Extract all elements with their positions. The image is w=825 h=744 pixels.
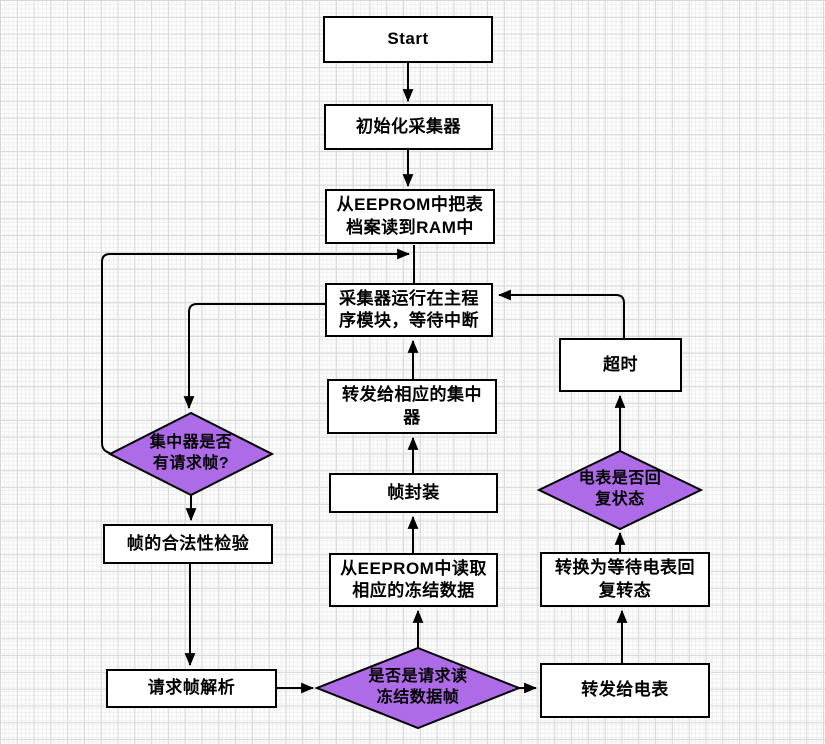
node-frame-legality-check-label: 帧的合法性检验 — [126, 533, 250, 553]
node-start-label: Start — [387, 29, 429, 49]
node-wait-meter-reply[interactable]: 转换为等待电表回 复转态 — [540, 552, 710, 607]
node-read-frozen-data-label: 从EEPROM中读取 相应的冻结数据 — [340, 558, 487, 600]
node-parse-request-frame-label: 请求帧解析 — [147, 678, 236, 698]
node-has-request-frame[interactable]: 集中器是否 有请求帧? — [110, 413, 272, 495]
node-frame-legality-check[interactable]: 帧的合法性检验 — [103, 524, 273, 564]
node-frame-encapsulation-label: 帧封装 — [387, 482, 440, 502]
edge-no-request-loopback — [101, 248, 411, 454]
edge-main-loop-to-has-request — [183, 303, 327, 410]
node-main-loop[interactable]: 采集器运行在主程 序模块，等待中断 — [325, 283, 493, 337]
node-load-archive[interactable]: 从EEPROM中把表 档案读到RAM中 — [325, 189, 495, 244]
edge-timeout-to-main-loop — [497, 289, 625, 338]
node-parse-request-frame[interactable]: 请求帧解析 — [106, 669, 277, 708]
node-init-collector-label: 初始化采集器 — [356, 116, 461, 136]
node-read-frozen-data[interactable]: 从EEPROM中读取 相应的冻结数据 — [329, 553, 498, 607]
node-timeout[interactable]: 超时 — [559, 338, 682, 392]
node-forward-to-meter-label: 转发给电表 — [581, 680, 669, 700]
node-forward-to-meter[interactable]: 转发给电表 — [540, 663, 710, 718]
node-start[interactable]: Start — [323, 16, 493, 63]
node-meter-reply-status-label: 电表是否回 复状态 — [578, 470, 662, 508]
node-main-loop-label: 采集器运行在主程 序模块，等待中断 — [339, 288, 479, 330]
node-load-archive-label: 从EEPROM中把表 档案读到RAM中 — [336, 195, 484, 237]
node-has-request-frame-label: 集中器是否 有请求帧? — [149, 434, 233, 472]
node-forward-concentrator[interactable]: 转发给相应的集中 器 — [327, 379, 497, 434]
node-timeout-label: 超时 — [603, 354, 638, 374]
node-init-collector[interactable]: 初始化采集器 — [324, 104, 493, 150]
node-is-read-frozen-frame[interactable]: 是否是请求读 冻结数据帧 — [317, 648, 519, 728]
decision-diamond-meter-reply-status[interactable] — [536, 449, 704, 531]
node-is-read-frozen-frame-label: 是否是请求读 冻结数据帧 — [368, 668, 468, 706]
node-meter-reply-status[interactable]: 电表是否回 复状态 — [539, 451, 701, 529]
node-frame-encapsulation[interactable]: 帧封装 — [329, 473, 498, 513]
decision-diamond-has-request-frame[interactable] — [107, 411, 275, 497]
node-forward-concentrator-label: 转发给相应的集中 器 — [342, 385, 482, 427]
node-wait-meter-reply-label: 转换为等待电表回 复转态 — [555, 558, 695, 600]
decision-diamond-is-read-frozen-frame[interactable] — [314, 646, 522, 730]
